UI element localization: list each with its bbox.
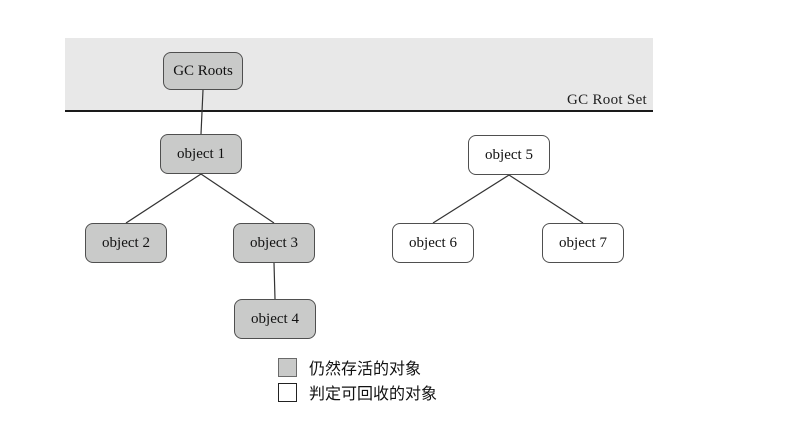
legend-row-alive: 仍然存活的对象	[278, 357, 437, 378]
legend-label-recyclable: 判定可回收的对象	[309, 386, 438, 403]
node-label: object 1	[177, 145, 225, 162]
gc-root-set-label: GC Root Set	[567, 92, 647, 108]
node-label: object 7	[559, 234, 607, 251]
node-object-3: object 3	[233, 223, 315, 263]
node-object-1: object 1	[160, 134, 242, 174]
node-object-4: object 4	[234, 299, 316, 339]
legend: 仍然存活的对象 判定可回收的对象	[278, 357, 437, 407]
node-label: object 3	[250, 234, 298, 251]
alive-swatch-icon	[278, 357, 297, 377]
recyclable-swatch-icon	[278, 382, 297, 402]
node-label: object 5	[485, 146, 533, 163]
node-object-6: object 6	[392, 223, 474, 263]
node-label: object 2	[102, 234, 150, 251]
legend-row-recyclable: 判定可回收的对象	[278, 382, 438, 403]
node-object-7: object 7	[542, 223, 624, 263]
node-label: object 6	[409, 234, 457, 251]
node-gc-roots: GC Roots	[163, 52, 243, 90]
node-object-5: object 5	[468, 135, 550, 175]
node-label: object 4	[251, 310, 299, 327]
node-object-2: object 2	[85, 223, 167, 263]
legend-label-alive: 仍然存活的对象	[309, 361, 422, 378]
node-label: GC Roots	[173, 62, 233, 79]
